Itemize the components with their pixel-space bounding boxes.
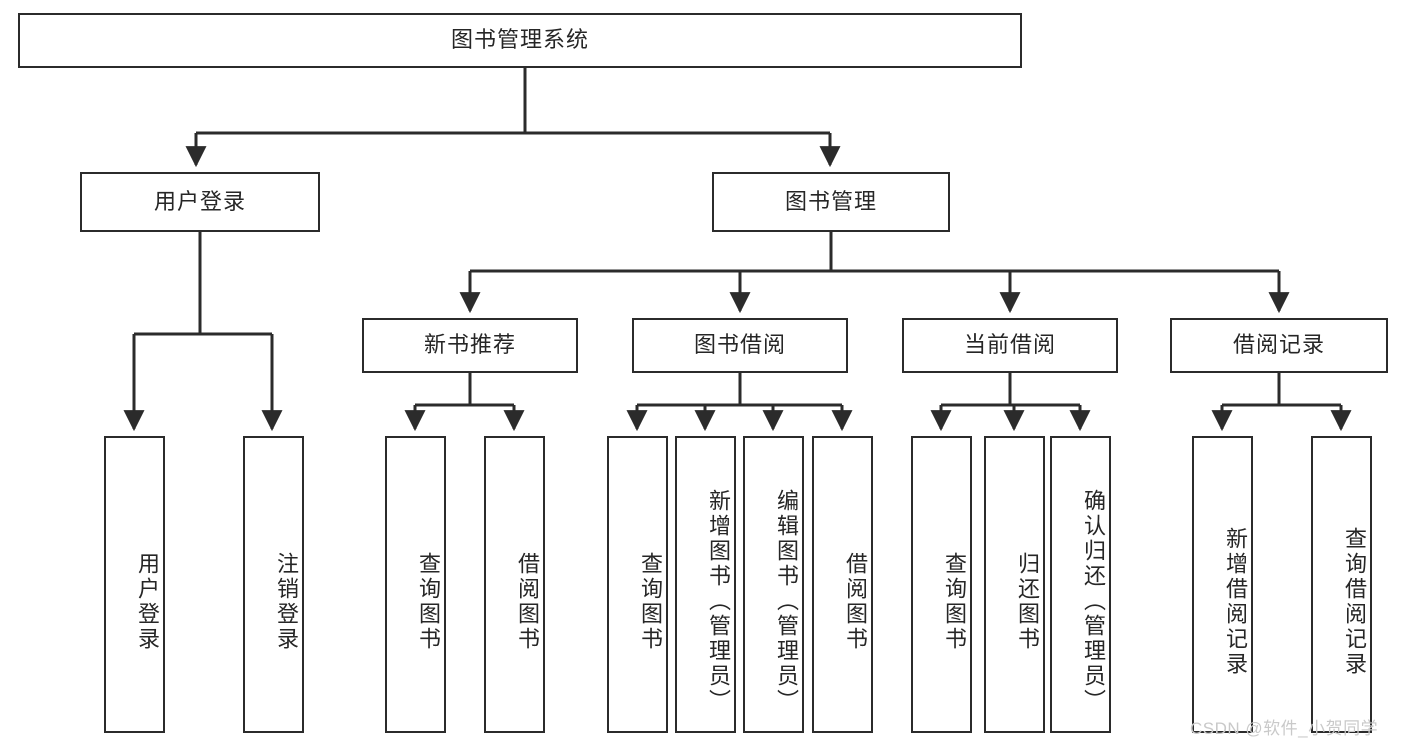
leaf-node[interactable]: 借阅图书	[484, 436, 545, 733]
leaf-node[interactable]: 新增借阅记录	[1192, 436, 1253, 733]
node-label: 当前借阅	[963, 332, 1056, 358]
leaf-node[interactable]: 查询图书	[607, 436, 668, 733]
leaf-node[interactable]: 确认归还（管理员）	[1050, 436, 1111, 733]
leaf-label: 借阅图书	[515, 551, 540, 652]
leaf-label: 查询图书	[942, 551, 967, 652]
node-label: 用户登录	[153, 188, 246, 214]
leaf-node[interactable]: 编辑图书（管理员）	[743, 436, 804, 733]
node-new-book-recommend[interactable]: 新书推荐	[362, 318, 578, 373]
leaf-node[interactable]: 查询借阅记录	[1311, 436, 1372, 733]
leaf-node[interactable]: 查询图书	[385, 436, 446, 733]
leaf-label: 查询图书	[416, 551, 441, 652]
node-label: 新书推荐	[423, 332, 516, 358]
leaf-label: 归还图书	[1015, 551, 1040, 652]
csdn-watermark: CSDN @软件_小贺同学	[1190, 719, 1379, 738]
leaf-label: 新增借阅记录	[1223, 526, 1248, 677]
node-label: 图书管理	[784, 188, 877, 214]
node-root-label: 图书管理系统	[450, 27, 589, 53]
node-label: 图书借阅	[693, 332, 786, 358]
leaf-node[interactable]: 新增图书（管理员）	[675, 436, 736, 733]
node-root[interactable]: 图书管理系统	[18, 13, 1022, 68]
leaf-node[interactable]: 用户登录	[104, 436, 165, 733]
leaf-label: 编辑图书（管理员）	[774, 489, 799, 714]
leaf-label: 查询图书	[638, 551, 663, 652]
leaf-node[interactable]: 归还图书	[984, 436, 1045, 733]
leaf-label: 用户登录	[135, 551, 160, 652]
leaf-node[interactable]: 查询图书	[911, 436, 972, 733]
node-current-borrow[interactable]: 当前借阅	[902, 318, 1118, 373]
leaf-label: 新增图书（管理员）	[706, 489, 731, 714]
leaf-label: 注销登录	[274, 551, 299, 652]
leaf-label: 确认归还（管理员）	[1081, 489, 1106, 714]
leaf-node[interactable]: 注销登录	[243, 436, 304, 733]
node-user-login[interactable]: 用户登录	[80, 172, 320, 232]
node-label: 借阅记录	[1232, 332, 1325, 358]
leaf-node[interactable]: 借阅图书	[812, 436, 873, 733]
leaf-label: 查询借阅记录	[1342, 526, 1367, 677]
node-book-management[interactable]: 图书管理	[712, 172, 950, 232]
node-borrow-record[interactable]: 借阅记录	[1170, 318, 1388, 373]
node-book-borrow[interactable]: 图书借阅	[632, 318, 848, 373]
leaf-label: 借阅图书	[843, 551, 868, 652]
